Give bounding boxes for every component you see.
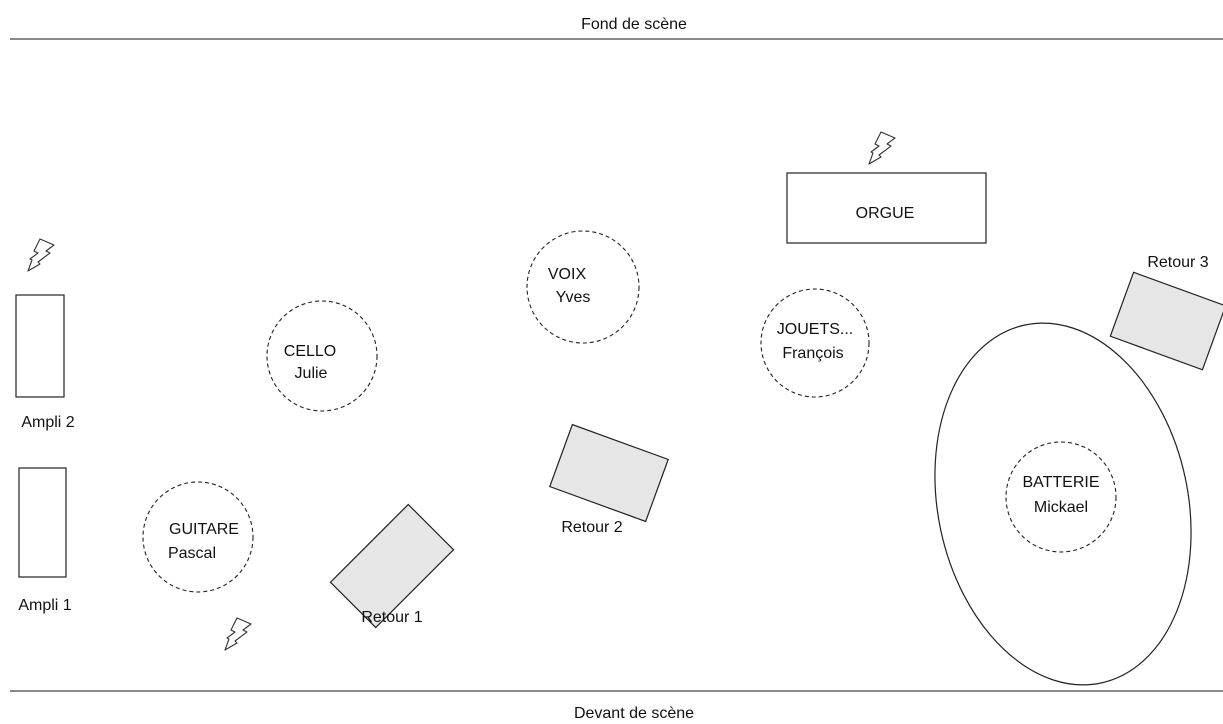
amp-2-box [15, 294, 65, 398]
guitare-instrument: GUITARE [169, 521, 239, 538]
power-outlet-icon [27, 238, 55, 272]
cello-instrument: CELLO [284, 343, 336, 360]
monitor-1-wedge [329, 503, 455, 629]
organ-box [786, 172, 987, 244]
cello-musician-name: Julie [295, 365, 328, 382]
musician-cello-position [266, 300, 378, 412]
monitor-1-label: Retour 1 [361, 609, 422, 626]
guitare-musician-name: Pascal [168, 545, 216, 562]
monitor-2-label: Retour 2 [561, 519, 622, 536]
amp-1-box [18, 467, 67, 578]
power-outlet-icon [224, 617, 252, 651]
organ-label: ORGUE [856, 205, 915, 222]
musician-jouets-position [760, 288, 870, 398]
jouets-instrument: JOUETS... [777, 321, 853, 338]
monitor-3-wedge [1109, 271, 1223, 371]
batterie-musician-name: Mickael [1034, 499, 1088, 516]
amp-1-label: Ampli 1 [18, 597, 71, 614]
musician-voix-position [526, 230, 640, 344]
stage-front-label: Devant de scène [574, 705, 694, 722]
voix-musician-name: Yves [556, 289, 591, 306]
drum-riser [934, 322, 1192, 686]
musician-batterie-position [1005, 441, 1117, 553]
monitor-3-label: Retour 3 [1147, 254, 1208, 271]
musician-guitare-position [142, 481, 254, 593]
voix-instrument: VOIX [548, 266, 587, 283]
batterie-instrument: BATTERIE [1022, 474, 1099, 491]
amp-2-label: Ampli 2 [21, 414, 74, 431]
monitor-2-wedge [549, 423, 669, 523]
power-outlet-icon [868, 131, 896, 165]
stage-back-label: Fond de scène [581, 16, 687, 33]
jouets-musician-name: François [782, 345, 843, 362]
